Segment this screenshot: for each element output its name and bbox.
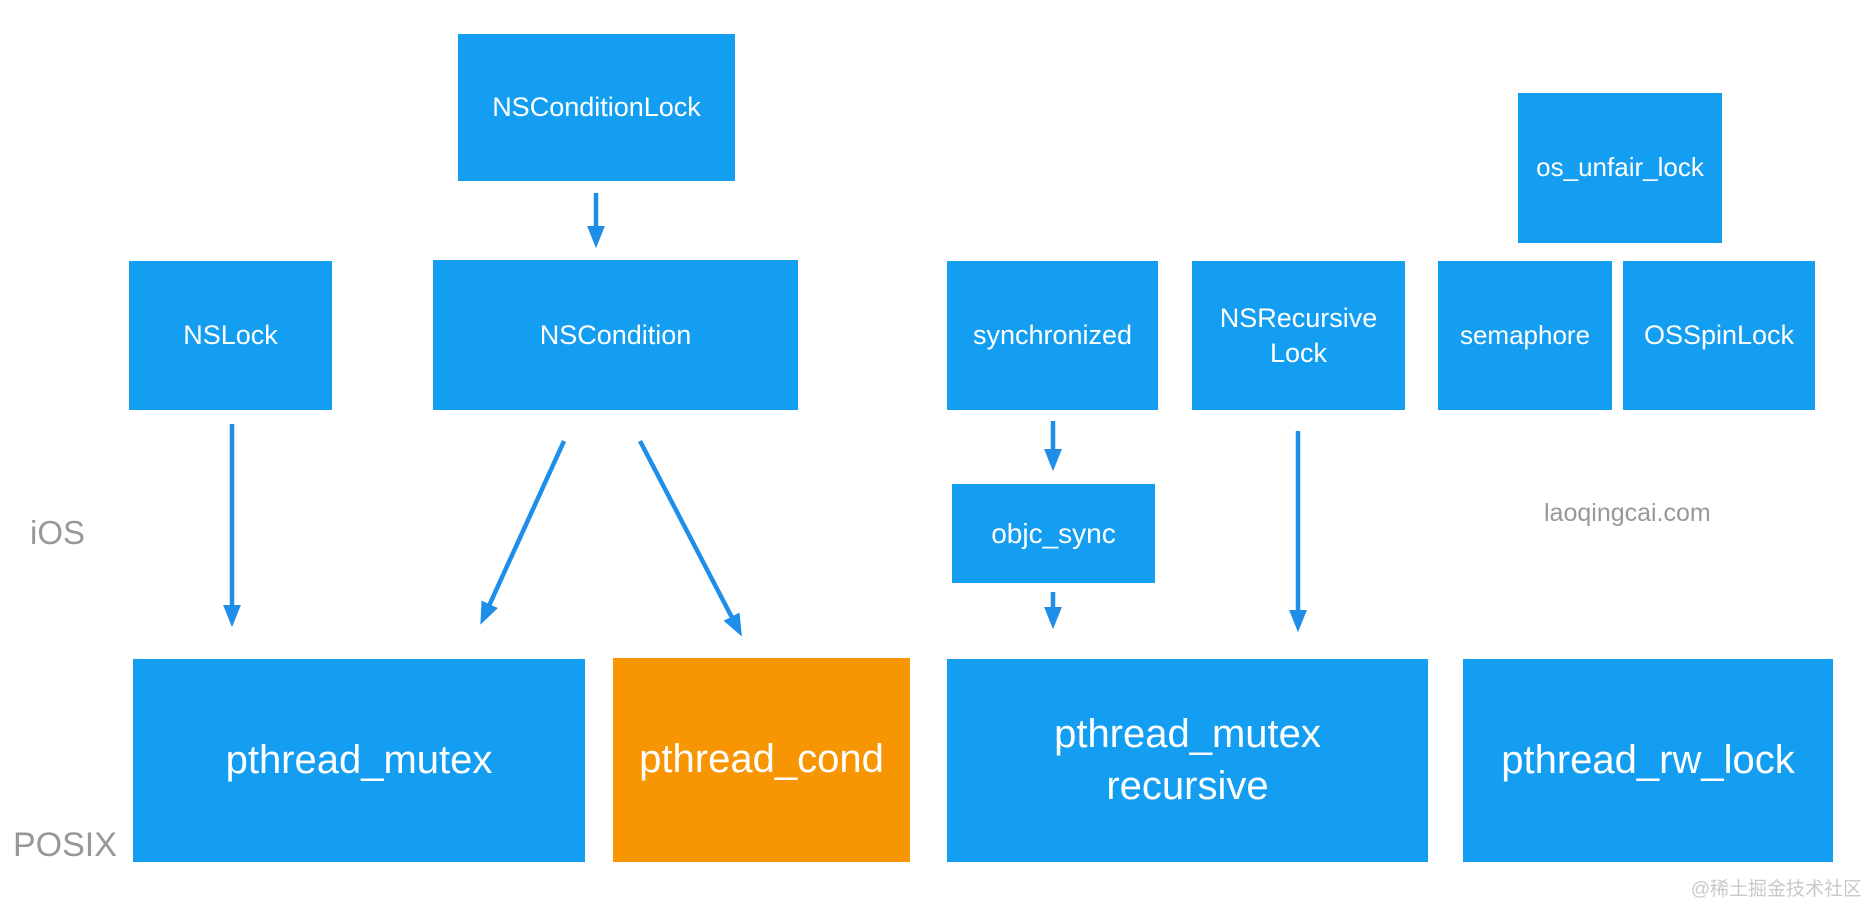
node-pthread-rw-lock: pthread_rw_lock — [1463, 659, 1833, 862]
site-credit-label: laoqingcai.com — [1544, 499, 1711, 527]
node-synchronized: synchronized — [947, 261, 1158, 410]
node-nsrecursivelock: NSRecursive Lock — [1192, 261, 1405, 410]
node-pthread-mutex-recursive: pthread_mutex recursive — [947, 659, 1428, 862]
arrow-nscondition-to-pthread-mutex — [480, 440, 567, 625]
ios-layer-label: iOS — [30, 514, 86, 551]
posix-layer-label: POSIX — [13, 826, 117, 864]
node-pthread-mutex: pthread_mutex — [133, 659, 585, 862]
arrow-nscondition-to-pthread-cond — [638, 439, 742, 637]
node-os-unfair-lock: os_unfair_lock — [1518, 93, 1722, 243]
juejin-watermark-label: @稀土掘金技术社区 — [1690, 879, 1862, 900]
node-pthread-cond: pthread_cond — [613, 658, 910, 862]
node-semaphore: semaphore — [1438, 261, 1612, 410]
node-nslock: NSLock — [129, 261, 332, 410]
node-nsconditionlock: NSConditionLock — [458, 34, 735, 181]
node-objc-sync: objc_sync — [952, 484, 1155, 583]
node-nscondition: NSCondition — [433, 260, 798, 410]
node-osspinlock: OSSpinLock — [1623, 261, 1815, 410]
